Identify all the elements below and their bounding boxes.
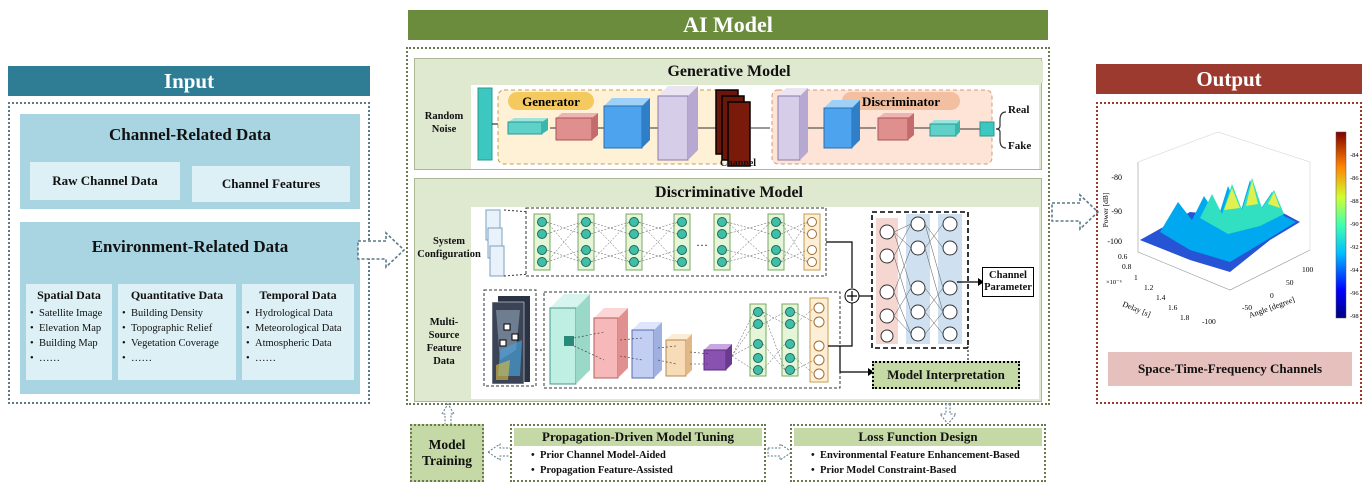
real-label: Real	[1008, 104, 1030, 116]
list-item: ……	[122, 351, 236, 366]
channel-label: Channel	[719, 157, 757, 169]
generator-label: Generator	[522, 94, 580, 109]
svg-text:-84: -84	[1350, 152, 1359, 159]
list-item: ……	[246, 351, 354, 366]
loss-function-box: Loss Function Design Environmental Featu…	[790, 424, 1046, 482]
svg-text:1.2: 1.2	[1144, 283, 1154, 292]
quantitative-data-list: Building Density Topographic Relief Vege…	[121, 306, 236, 366]
spatial-data-title: Spatial Data	[37, 288, 101, 302]
svg-text:×10⁻⁶: ×10⁻⁶	[1106, 279, 1122, 286]
list-item: Building Density	[122, 306, 236, 321]
list-item: ……	[30, 351, 112, 366]
multi-source-label: Multi-Source Feature Data	[426, 317, 462, 367]
channel-features: Channel Features	[192, 166, 350, 202]
svg-text:0: 0	[1270, 291, 1274, 300]
input-to-model-arrow	[357, 231, 406, 269]
noise-vector	[477, 87, 493, 161]
svg-text:-96: -96	[1350, 290, 1359, 297]
list-item: Building Map	[30, 336, 112, 351]
power-surface-plot: -80 -90 -100 Power [dB] 0.6 0.8 1 1.2 1.…	[1101, 131, 1359, 326]
list-item: Topographic Relief	[122, 321, 236, 336]
svg-text:-100: -100	[1202, 317, 1216, 326]
random-noise-label: Random Noise	[424, 111, 464, 135]
svg-text:1.8: 1.8	[1180, 313, 1190, 322]
svg-text:0.8: 0.8	[1122, 262, 1132, 271]
tuning-box: Propagation-Driven Model Tuning Prior Ch…	[510, 424, 766, 482]
tuning-title: Propagation-Driven Model Tuning	[514, 428, 762, 446]
output-node	[979, 121, 995, 137]
training-arrows	[441, 403, 958, 461]
temporal-data-list: Hydrological Data Meteorological Data At…	[245, 306, 354, 366]
model-training-box: Model Training	[410, 424, 484, 482]
ai-model-header: AI Model	[408, 10, 1048, 40]
svg-text:50: 50	[1286, 278, 1294, 287]
list-item: Prior Model Constraint-Based	[811, 463, 1044, 478]
surface-peaks	[1200, 178, 1284, 234]
discriminator-label: Discriminator	[862, 94, 940, 109]
list-item: Prior Channel Model-Aided	[531, 448, 764, 463]
surface-tops	[1224, 180, 1280, 210]
colorbar	[1335, 131, 1347, 319]
output-panel: -80 -90 -100 Power [dB] 0.6 0.8 1 1.2 1.…	[1096, 102, 1362, 404]
model-to-output-arrow	[1051, 193, 1100, 231]
fake-label: Fake	[1008, 140, 1032, 152]
quantitative-data-box: Quantitative Data Building Density Topog…	[118, 284, 236, 380]
channel-parameter-box: Channel Parameter	[982, 267, 1034, 297]
list-item: Meteorological Data	[246, 321, 354, 336]
temporal-data-box: Temporal Data Hydrological Data Meteorol…	[242, 284, 354, 380]
list-item: Hydrological Data	[246, 306, 354, 321]
model-interpretation-box: Model Interpretation	[872, 361, 1020, 389]
input-panel: Channel-Related Data Raw Channel Data Ch…	[8, 102, 370, 404]
space-time-frequency-label: Space-Time-Frequency Channels	[1108, 352, 1352, 386]
generator-label-bg	[508, 92, 594, 110]
svg-text:1.6: 1.6	[1168, 303, 1178, 312]
system-configuration-label: System Configuration	[417, 236, 481, 260]
svg-text:1: 1	[1134, 273, 1138, 282]
list-item: Environmental Feature Enhancement-Based	[811, 448, 1044, 463]
svg-text:-80: -80	[1111, 173, 1122, 182]
loss-function-list: Environmental Feature Enhancement-Based …	[810, 448, 1044, 478]
svg-text:-92: -92	[1350, 244, 1359, 251]
real-fake-brace	[995, 111, 1007, 149]
discriminative-model-title: Discriminative Model	[655, 184, 803, 201]
environment-related-title: Environment-Related Data	[91, 237, 289, 256]
quantitative-data-title: Quantitative Data	[130, 288, 224, 302]
loss-function-title: Loss Function Design	[794, 428, 1042, 446]
svg-text:-90: -90	[1111, 207, 1122, 216]
temporal-data-title: Temporal Data	[259, 288, 337, 302]
discriminator-label-bg	[842, 92, 960, 110]
list-item: Propagation Feature-Assisted	[531, 463, 764, 478]
ai-model-panel	[406, 47, 1050, 405]
svg-text:…: …	[696, 235, 708, 249]
tuning-list: Prior Channel Model-Aided Propagation Fe…	[530, 448, 764, 478]
svg-text:100: 100	[1302, 265, 1314, 274]
list-item: Satellite Image	[30, 306, 112, 321]
discriminative-diagram: …	[483, 207, 984, 389]
svg-text:1.4: 1.4	[1156, 293, 1166, 302]
channel-related-box: Channel-Related Data Raw Channel Data Ch…	[20, 114, 360, 209]
list-item: Atmospheric Data	[246, 336, 354, 351]
output-header: Output	[1096, 64, 1362, 94]
svg-text:-88: -88	[1350, 198, 1359, 205]
channel-related-title: Channel-Related Data	[109, 125, 271, 144]
gan-diagram: Generator Discriminator	[477, 86, 1007, 167]
raw-channel-data: Raw Channel Data	[30, 162, 180, 200]
svg-text:Power [dB]: Power [dB]	[1101, 193, 1110, 228]
input-header: Input	[8, 66, 370, 96]
svg-text:-50: -50	[1242, 303, 1252, 312]
generative-model-title: Generative Model	[415, 61, 1043, 83]
channel-slab-3	[727, 101, 751, 167]
svg-text:-100: -100	[1107, 237, 1122, 246]
svg-text:0.6: 0.6	[1118, 252, 1128, 261]
svg-text:-86: -86	[1350, 175, 1359, 182]
list-item: Elevation Map	[30, 321, 112, 336]
svg-text:Delay [s]: Delay [s]	[1121, 300, 1152, 320]
spatial-data-box: Spatial Data Satellite Image Elevation M…	[26, 284, 112, 380]
list-item: Vegetation Coverage	[122, 336, 236, 351]
svg-text:-98: -98	[1350, 313, 1359, 320]
spatial-data-list: Satellite Image Elevation Map Building M…	[29, 306, 112, 366]
svg-text:-90: -90	[1350, 221, 1359, 228]
environment-related-box: Environment-Related Data Spatial Data Sa…	[20, 222, 360, 394]
svg-text:-94: -94	[1350, 267, 1359, 274]
